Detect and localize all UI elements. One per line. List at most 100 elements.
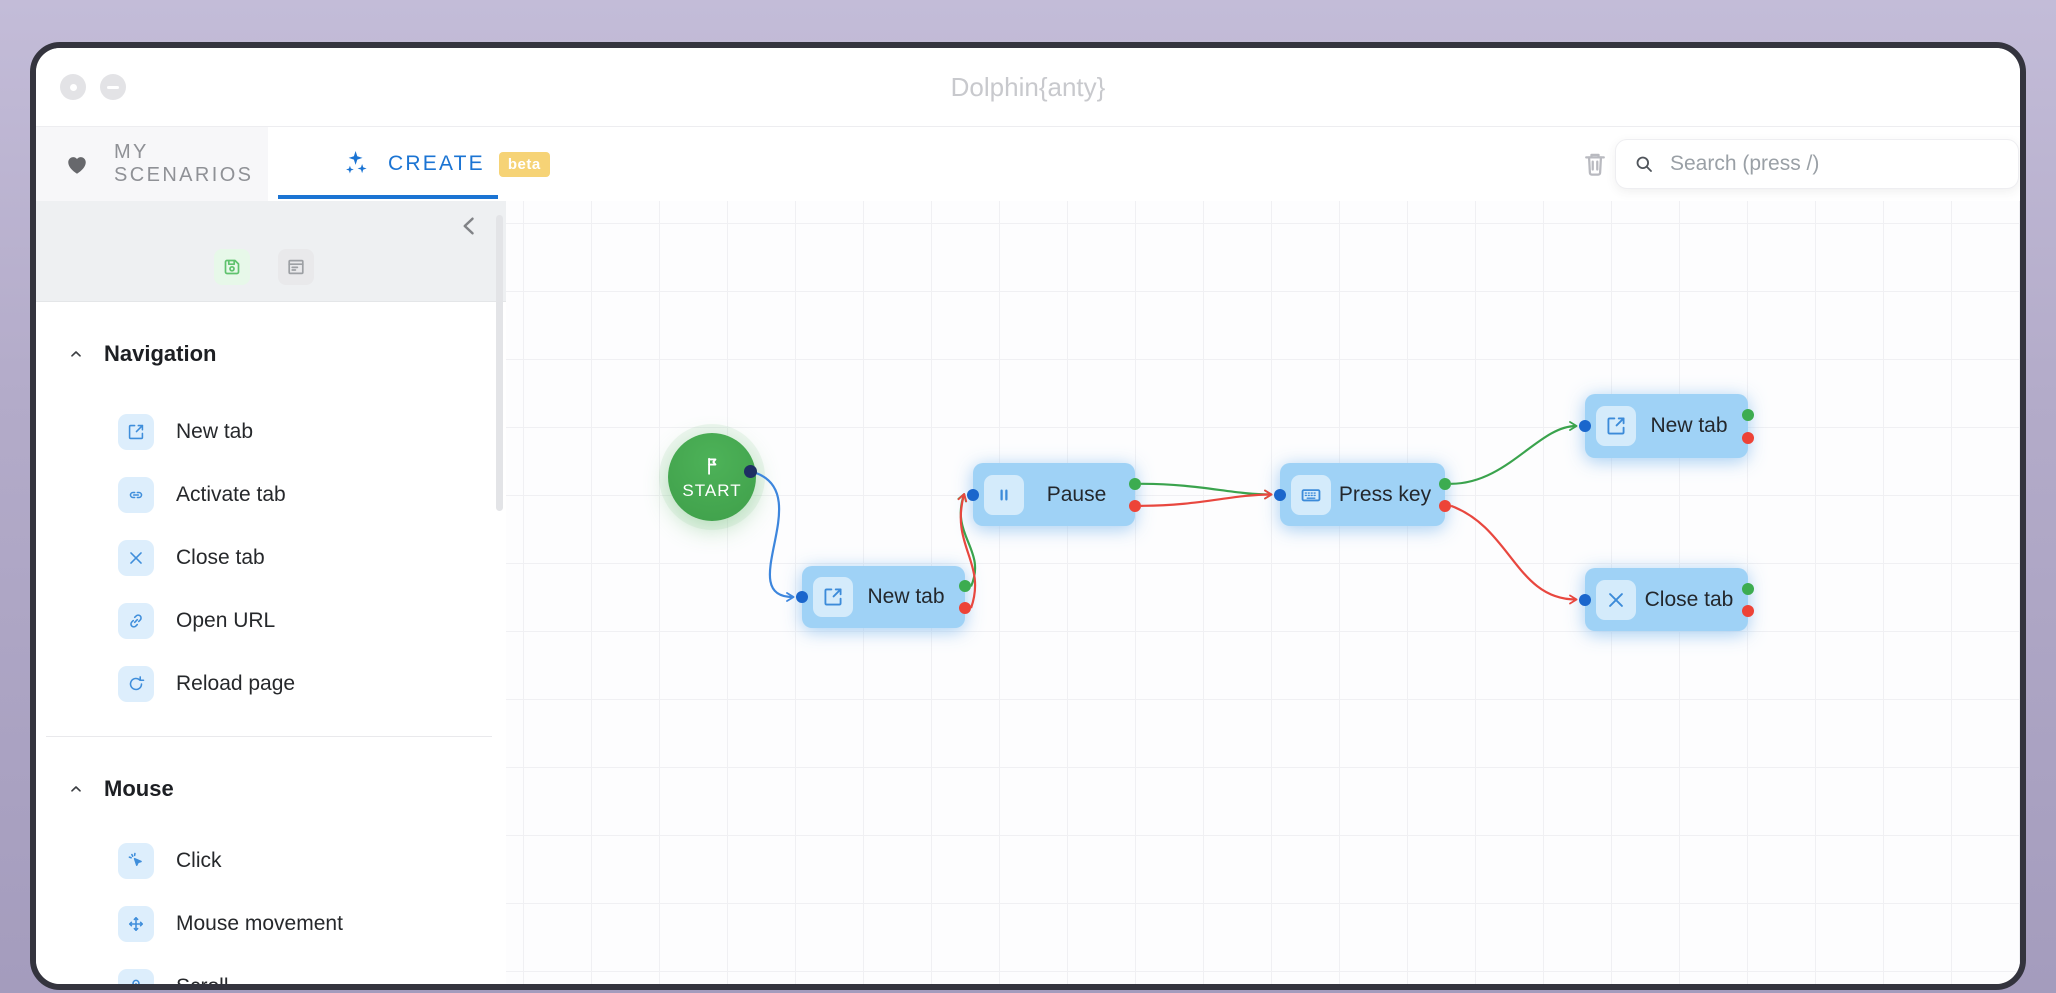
chevron-up-icon [66, 344, 86, 364]
sidebar-item-label: Close tab [176, 546, 265, 569]
start-node-label: START [682, 481, 742, 500]
log-panel-button[interactable] [278, 249, 314, 285]
new-tab-icon [1596, 406, 1636, 446]
sidebar-item-new-tab[interactable]: New tab [36, 412, 506, 452]
port-input-new-tab-2[interactable] [1579, 420, 1591, 432]
tab-create[interactable]: CREATE beta [304, 127, 550, 201]
search-input[interactable] [1668, 151, 2002, 177]
sidebar-item-label: New tab [176, 420, 254, 443]
window-control-close-icon[interactable] [60, 74, 86, 100]
sidebar-item-click[interactable]: Click [36, 841, 506, 881]
sidebar-toolbar [36, 201, 506, 302]
active-tab-indicator [278, 195, 498, 199]
press-key-icon [1291, 474, 1331, 515]
search-icon [1632, 152, 1656, 176]
close-tab-icon [118, 540, 154, 576]
open-url-icon [118, 603, 154, 639]
activate-tab-icon [118, 477, 154, 513]
mouse-movement-icon [118, 906, 154, 942]
flow-node-label: Pause [1046, 482, 1107, 506]
sparkles-icon [340, 147, 374, 181]
sidebar-item-mouse-movement[interactable]: Mouse movement [36, 904, 506, 944]
app-title: Dolphin{anty} [950, 72, 1106, 102]
sidebar-item-label: Open URL [176, 609, 276, 632]
collapse-sidebar-icon[interactable] [454, 211, 484, 241]
port-input-new-tab-1[interactable] [796, 591, 808, 603]
flow-edge-fail [1450, 504, 1578, 605]
window-control-minimize-icon[interactable] [100, 74, 126, 100]
flow-edges-layer [755, 421, 1578, 609]
flow-node-close-tab-1[interactable]: Close tab [1585, 568, 1748, 631]
title-bar: Dolphin{anty} [36, 48, 2020, 127]
port-success-new-tab-2[interactable] [1742, 409, 1754, 422]
sidebar-divider [46, 736, 492, 737]
port-fail-close-tab-1[interactable] [1742, 604, 1754, 617]
section-label: Navigation [104, 341, 217, 366]
heart-icon [62, 149, 92, 179]
flow-node-new-tab-1[interactable]: New tab [802, 566, 965, 628]
reload-page-icon [118, 666, 154, 702]
port-fail-new-tab-1[interactable] [959, 602, 971, 615]
port-fail-pause-1[interactable] [1129, 499, 1141, 512]
section-label: Mouse [104, 776, 174, 801]
tab-bar: MY SCENARIOS CREATE beta [36, 127, 2020, 201]
flow-node-label: New tab [1650, 414, 1728, 437]
flow-node-press-key-1[interactable]: Press key [1280, 463, 1445, 526]
sidebar-item-label: Scroll [176, 975, 229, 984]
sidebar-scrollbar[interactable] [496, 215, 503, 511]
flow-edge-success [1140, 482, 1273, 500]
save-scenario-button[interactable] [214, 249, 250, 285]
port-input-press-key-1[interactable] [1274, 488, 1286, 501]
flow-node-start[interactable]: START [668, 433, 756, 521]
flow-edge-main [755, 471, 795, 602]
port-input-pause-1[interactable] [967, 488, 979, 501]
flow-node-label: Close tab [1644, 587, 1734, 611]
app-window: Dolphin{anty} MY SCENARIOS CREATE beta [30, 42, 2026, 990]
sidebar-item-close-tab[interactable]: Close tab [36, 538, 506, 578]
port-input-close-tab-1[interactable] [1579, 593, 1591, 606]
sidebar-item-scroll[interactable]: Scroll [36, 967, 506, 984]
port-success-press-key-1[interactable] [1439, 477, 1451, 490]
sidebar-section-header-navigation[interactable]: Navigation [36, 338, 506, 370]
tab-create-label: CREATE [388, 152, 485, 175]
flow-edge-success [1450, 421, 1578, 485]
close-tab-icon [1596, 579, 1636, 620]
scroll-icon [118, 969, 154, 984]
port-fail-press-key-1[interactable] [1439, 499, 1451, 512]
flow-node-new-tab-2[interactable]: New tab [1585, 394, 1748, 458]
sidebar-item-open-url[interactable]: Open URL [36, 601, 506, 641]
new-tab-icon [118, 414, 154, 450]
click-icon [118, 843, 154, 879]
port-start-output[interactable] [743, 464, 757, 478]
sidebar-item-label: Reload page [176, 672, 296, 695]
trash-icon[interactable] [1578, 147, 1612, 183]
tab-my-scenarios-label: MY SCENARIOS [114, 141, 254, 186]
flow-node-pause-1[interactable]: Pause [973, 463, 1135, 526]
flag-icon [699, 453, 725, 479]
port-success-close-tab-1[interactable] [1742, 582, 1754, 595]
search-box [1615, 139, 2019, 189]
new-tab-icon [813, 577, 853, 617]
flow-node-label: New tab [867, 585, 945, 608]
sidebar-item-activate-tab[interactable]: Activate tab [36, 475, 506, 515]
flow-edge-fail [1140, 489, 1273, 507]
flow-node-label: Press key [1338, 482, 1432, 506]
port-fail-new-tab-2[interactable] [1742, 431, 1754, 444]
sidebar-section-header-mouse[interactable]: Mouse [36, 773, 506, 805]
pause-icon [984, 474, 1024, 515]
port-success-new-tab-1[interactable] [959, 580, 971, 593]
sidebar-item-reload-page[interactable]: Reload page [36, 664, 506, 704]
sidebar-item-label: Mouse movement [176, 912, 343, 935]
chevron-up-icon [66, 779, 86, 799]
sidebar-item-label: Click [176, 849, 222, 872]
sidebar-item-label: Activate tab [176, 483, 286, 506]
tab-my-scenarios[interactable]: MY SCENARIOS [36, 127, 268, 201]
port-success-pause-1[interactable] [1129, 477, 1141, 490]
